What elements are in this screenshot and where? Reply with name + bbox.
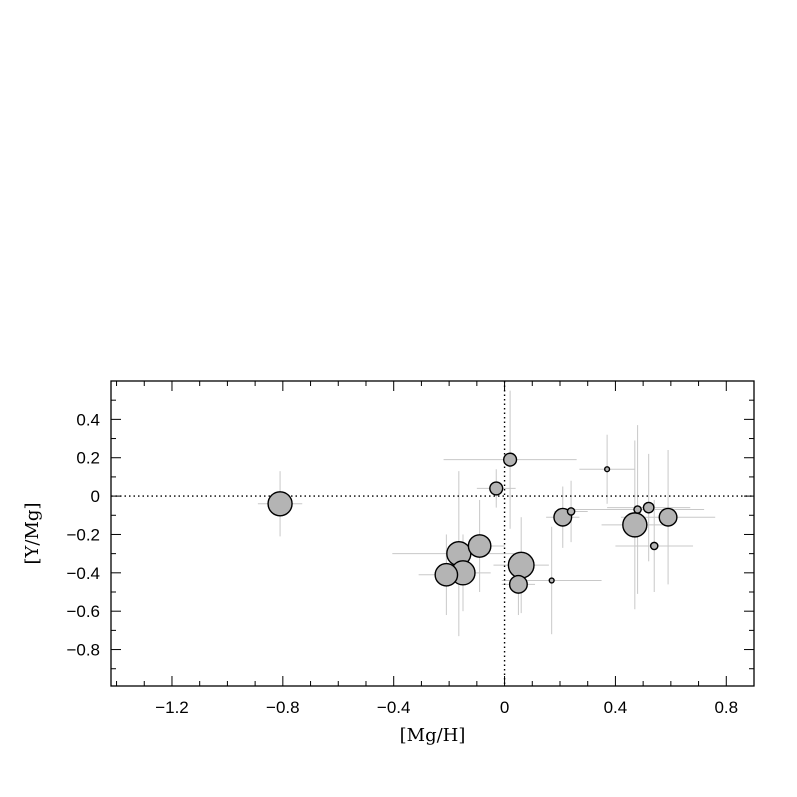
tick-layer: −1.2 −0.8 −0.4 0 0.4 0.8 −0.8 −0.6 −0.4 −0.2 0 0.2 0… [66,380,755,717]
y-tick-label: 0.4 [76,410,100,429]
data-point [566,507,576,516]
data-point [503,452,518,467]
data-point [658,507,678,527]
y-tick-label: −0.4 [66,564,100,583]
errorbar-layer [257,390,716,637]
x-tick-label: −0.8 [266,698,300,717]
data-point [267,491,293,517]
reference-lines [111,381,754,686]
data-point [633,505,642,514]
data-point [649,541,659,551]
y-tick-label: 0.2 [76,449,100,468]
y-tick-label: 0 [91,487,100,506]
data-point [507,551,535,579]
data-point [604,466,611,473]
y-tick-label: −0.8 [66,641,100,660]
y-tick-label: −0.6 [66,602,100,621]
y-axis-label: [Y/Mg] [22,503,43,565]
data-point [508,574,528,594]
x-tick-label: −1.2 [155,698,189,717]
x-axis-label: [Mg/H] [400,725,466,746]
data-point [489,481,504,496]
data-point [622,512,648,538]
point-layer [267,452,678,594]
plot-frame [110,380,755,687]
x-tick-label: 0 [500,698,509,717]
x-tick-label: 0.8 [714,698,738,717]
x-tick-label: −0.4 [377,698,411,717]
data-point [642,501,655,514]
data-point [467,534,492,558]
x-tick-label: 0.4 [604,698,628,717]
data-point [434,562,459,587]
y-tick-label: −0.2 [66,525,100,544]
data-point [548,577,555,584]
